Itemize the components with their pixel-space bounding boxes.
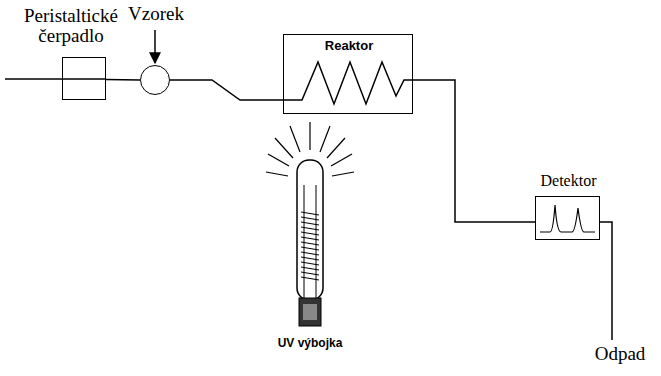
- flow-tube: [106, 79, 140, 81]
- flow-tube: [413, 80, 535, 222]
- waste-tube: [600, 222, 612, 340]
- pump-tube: [62, 78, 106, 80]
- detector-label: Detektor: [526, 173, 611, 190]
- pump-box: Peristaltické čerpadlo: [62, 57, 106, 100]
- injection-valve: Vzorek: [140, 65, 170, 95]
- waste-label: Odpad: [585, 343, 655, 365]
- sample-arrow: [154, 30, 156, 63]
- chromatogram-peaks: [540, 205, 595, 232]
- detector-box: Detektor: [535, 196, 600, 240]
- reactor-coil: [283, 62, 413, 104]
- lamp-label: UV výbojka: [250, 336, 370, 350]
- reactor-label: Reaktor: [284, 39, 414, 53]
- flow-tube: [170, 80, 283, 100]
- pump-label: Peristaltické čerpadlo: [1, 6, 141, 46]
- reactor-box: Reaktor: [283, 34, 413, 114]
- sample-label: Vzorek: [109, 4, 203, 24]
- uv-lamp: [266, 122, 354, 326]
- inlet-tube: [5, 78, 62, 80]
